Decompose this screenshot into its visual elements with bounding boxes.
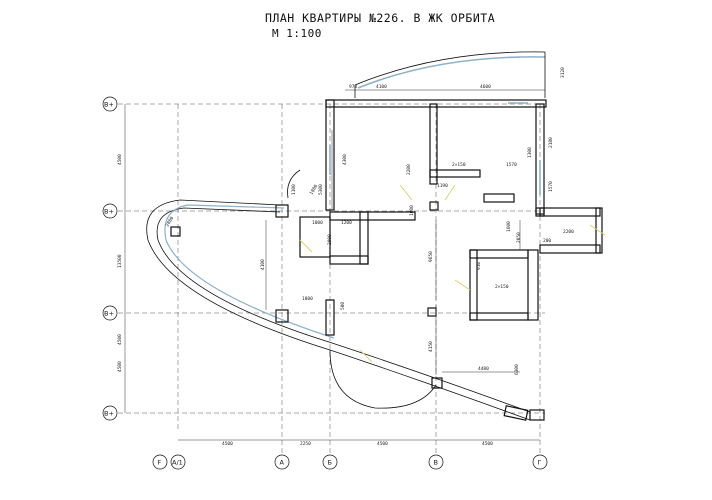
interior-dimension: 2000	[327, 234, 333, 245]
interior-dimension: 500	[340, 302, 346, 310]
column-axis-markers	[152, 454, 548, 470]
interior-dimension: 4100	[260, 259, 266, 270]
row-axis-label: В+	[104, 208, 114, 216]
left-balcony	[146, 169, 531, 421]
top-dimension: 4600	[480, 84, 491, 90]
interior-dimension: 5300	[318, 184, 324, 195]
plan-title: ПЛАН КВАРТИРЫ №226. В ЖК ОРБИТА	[265, 11, 496, 25]
interior-dimension: 1800	[309, 183, 320, 196]
dimension-lines	[124, 89, 545, 441]
walls	[170, 99, 603, 421]
interior-dimension: 2200	[563, 229, 574, 235]
bottom-dimension: 4500	[482, 441, 493, 447]
interior-dimension: 4480	[478, 366, 489, 372]
column-axis-label: В	[434, 459, 438, 467]
left-dimension: 4500	[117, 154, 123, 165]
interior-dimension: 1000	[312, 220, 323, 226]
interior-dimension: 1190	[437, 183, 448, 189]
left-dimension: 4500	[117, 334, 123, 345]
left-dimension: 13500	[117, 254, 123, 268]
interior-dimension: 6300	[514, 364, 520, 375]
interior-dimension: 9650	[428, 251, 434, 262]
top-dimension: 4100	[376, 84, 387, 90]
interior-dimension: 1200	[341, 220, 352, 226]
bottom-dimension: 4500	[377, 441, 388, 447]
windows	[329, 102, 541, 195]
interior-dimension: 2200	[406, 164, 412, 175]
interior-dimension: 1570	[506, 162, 517, 168]
interior-dimension: 4300	[342, 154, 348, 165]
interior-dimension: 1300	[527, 147, 533, 158]
column-axis-label: А/1	[172, 459, 183, 467]
top-dimension: 970	[349, 84, 357, 90]
interior-dimension: 2×150	[452, 162, 466, 168]
row-axis-markers	[102, 96, 118, 421]
interior-dimension: 2800	[165, 215, 176, 228]
row-axis-label: В+	[104, 310, 114, 318]
row-axis-label: В+	[104, 101, 114, 109]
interior-dimension: 200	[543, 238, 551, 244]
top-balcony	[354, 51, 546, 98]
column-axis-label: Г	[538, 459, 542, 467]
top-dimension: 3120	[560, 67, 566, 78]
row-axis-label: В+	[104, 410, 114, 418]
door-swings	[299, 184, 606, 363]
interior-dimension: 1600	[506, 221, 512, 232]
interior-dimension: 1570	[548, 181, 554, 192]
bottom-dimension: 2250	[300, 441, 311, 447]
interior-dimension: 910	[476, 262, 482, 270]
interior-dimension: 1100	[291, 184, 297, 195]
plan-scale: М 1:100	[272, 27, 322, 40]
left-dimension: 4500	[117, 361, 123, 372]
interior-dimension: 2050	[516, 232, 522, 243]
column-axis-label: F	[158, 459, 162, 467]
interior-dimension: 4150	[428, 341, 434, 352]
column-axis-label: А	[280, 459, 285, 467]
interior-dimension: 2180	[548, 137, 554, 148]
interior-dimension: 1000	[409, 205, 415, 216]
interior-dimension: 1800	[302, 296, 313, 302]
bottom-dimension: 4500	[222, 441, 233, 447]
column-axis-label: Б	[328, 459, 332, 467]
interior-dimension: 2×150	[495, 284, 509, 290]
